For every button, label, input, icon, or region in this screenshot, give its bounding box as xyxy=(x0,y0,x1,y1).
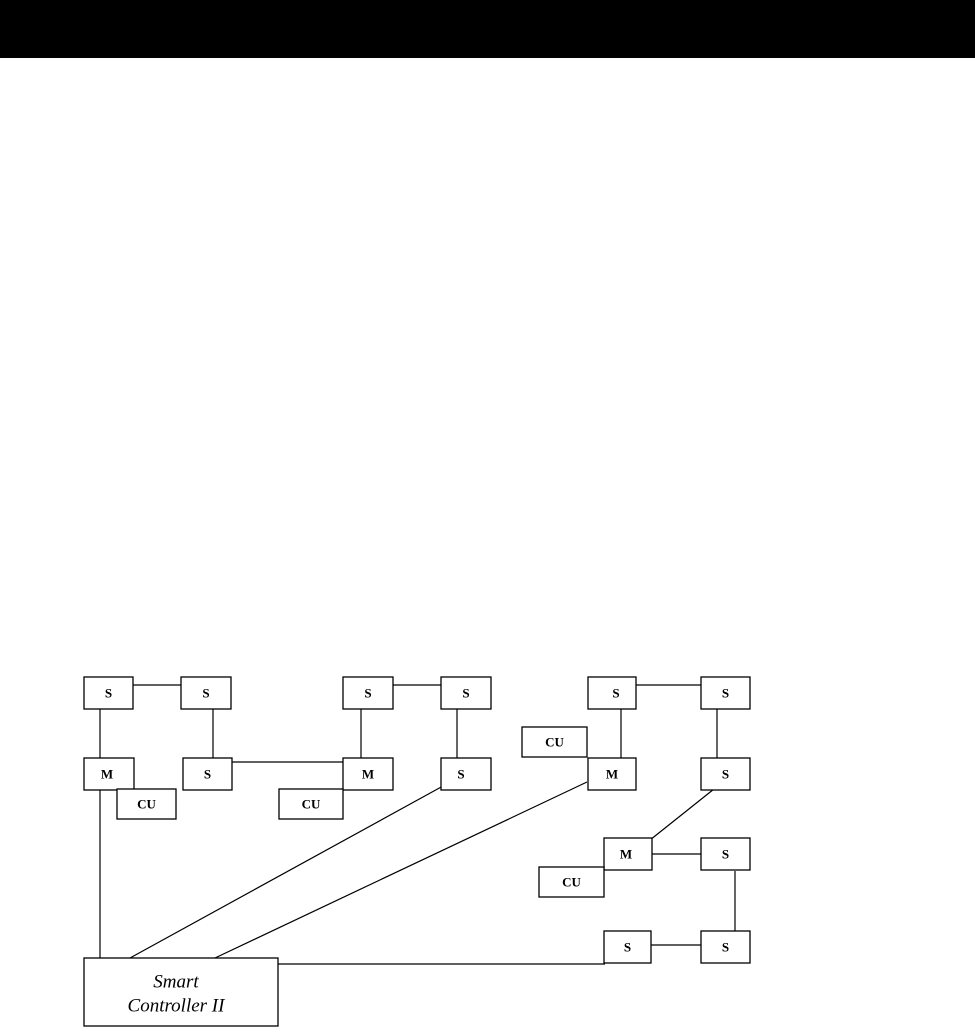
node-m1-label: M xyxy=(101,767,113,782)
node-s6: S xyxy=(440,757,492,791)
node-s4-label: S xyxy=(462,686,469,701)
node-cu3: CU xyxy=(521,726,588,758)
node-s10: S xyxy=(700,837,751,871)
node-s7: S xyxy=(587,676,637,710)
node-s10-label: S xyxy=(722,847,729,862)
node-s3: S xyxy=(342,676,394,710)
node-s5: S xyxy=(182,757,233,791)
node-m3: M xyxy=(587,757,637,791)
node-s12-label: S xyxy=(722,940,729,955)
node-cu4-label: CU xyxy=(562,875,581,890)
top-black-bar xyxy=(0,0,975,58)
link-s9-m4 xyxy=(649,788,715,841)
node-cu2-label: CU xyxy=(302,797,321,812)
node-s8: S xyxy=(700,676,751,710)
node-m1: M xyxy=(83,757,135,791)
node-s2-label: S xyxy=(202,686,209,701)
node-cu4: CU xyxy=(538,866,605,898)
node-m4-label: M xyxy=(620,847,632,862)
controller-label-line1: Smart xyxy=(153,972,199,993)
link-m3-controller xyxy=(214,781,588,959)
node-m2: M xyxy=(342,757,394,791)
node-cu3-label: CU xyxy=(545,735,564,750)
node-s7-label: S xyxy=(612,686,619,701)
controller-label-line2: Controller II xyxy=(128,996,227,1017)
node-s12: S xyxy=(700,930,751,964)
node-s11-label: S xyxy=(624,940,631,955)
node-s3-label: S xyxy=(364,686,371,701)
node-s4: S xyxy=(440,676,492,710)
node-m2-label: M xyxy=(362,767,374,782)
node-s1-label: S xyxy=(105,686,112,701)
node-s5-label: S xyxy=(204,767,211,782)
node-s11: S xyxy=(603,930,652,964)
node-cu1: CU xyxy=(116,788,177,820)
node-s2: S xyxy=(180,676,232,710)
node-s8-label: S xyxy=(722,686,729,701)
node-s9-label: S xyxy=(722,767,729,782)
node-m3-label: M xyxy=(606,767,618,782)
node-m4: M xyxy=(603,837,653,871)
node-cu2: CU xyxy=(278,788,344,820)
node-s6-label: S xyxy=(457,767,464,782)
smart-controller: Smart Controller II xyxy=(83,957,279,1027)
node-s9: S xyxy=(700,757,751,791)
connections xyxy=(99,684,736,965)
node-cu1-label: CU xyxy=(137,797,156,812)
node-s1: S xyxy=(83,676,134,710)
link-s6-controller xyxy=(129,785,444,959)
